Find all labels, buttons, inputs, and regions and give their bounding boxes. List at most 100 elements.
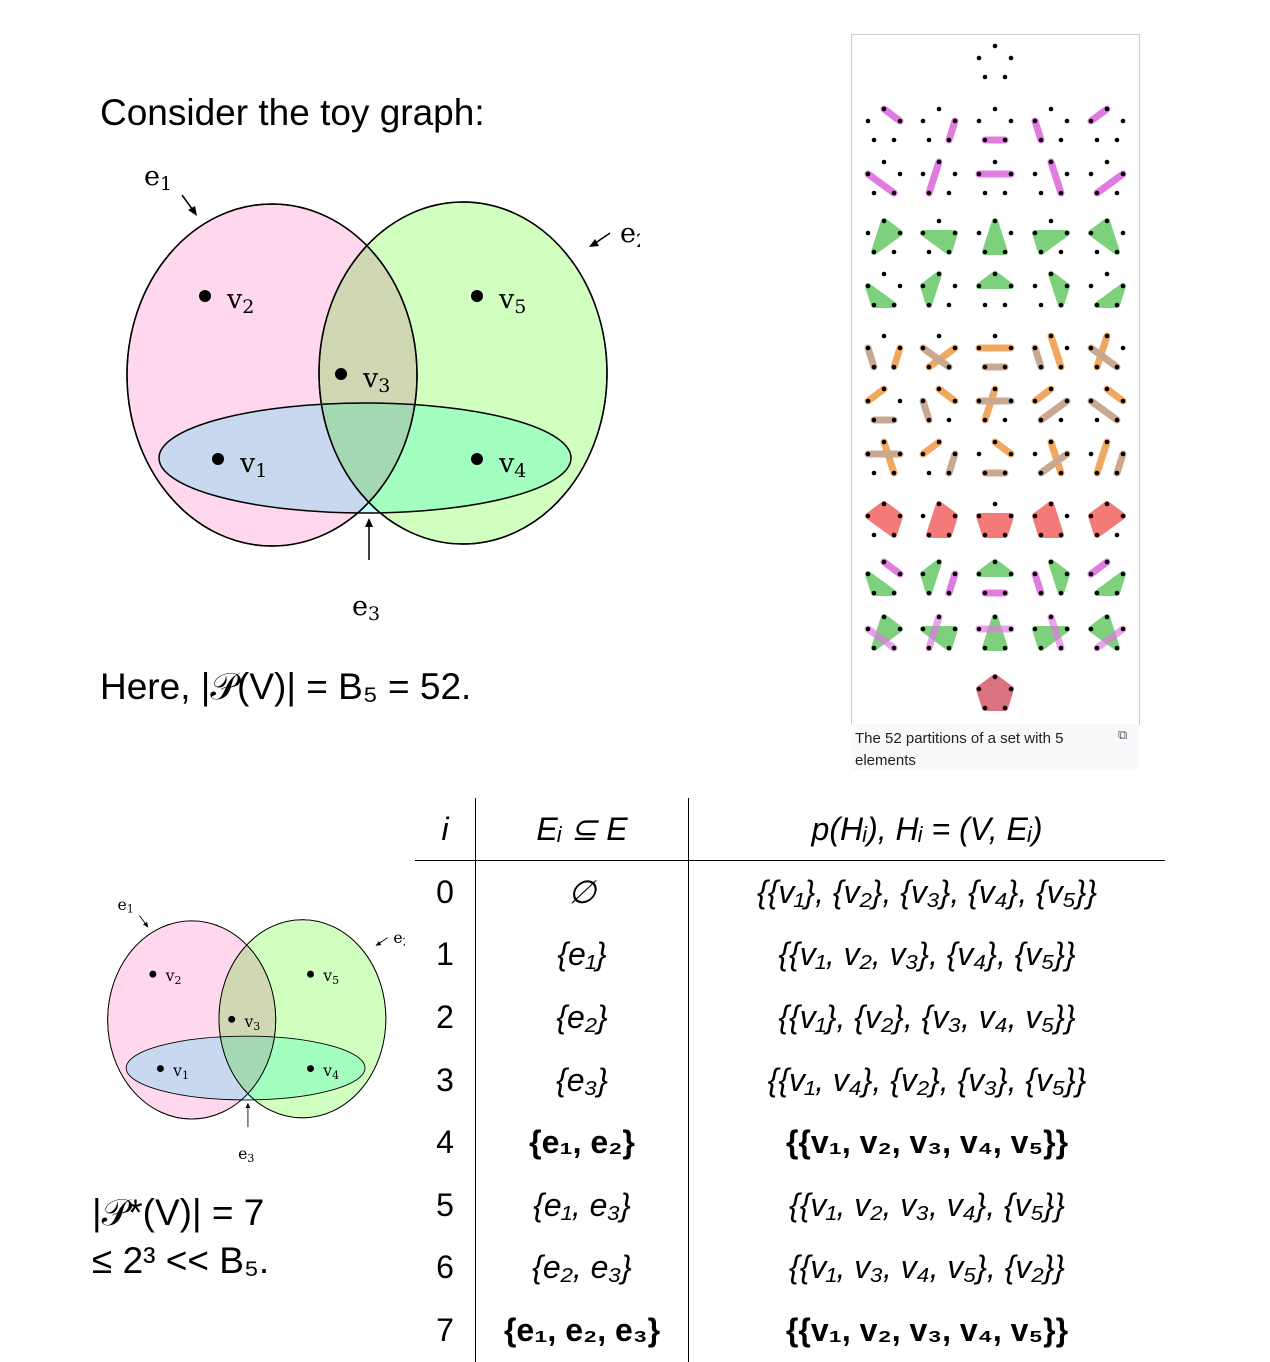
- element-dot: [1104, 218, 1110, 224]
- element-dot: [992, 501, 998, 507]
- partition-block: [1094, 571, 1126, 596]
- element-dot: [881, 439, 887, 445]
- element-dot: [992, 386, 998, 392]
- element-dot: [1002, 74, 1008, 80]
- partition-block: [919, 397, 933, 424]
- element-dot: [1114, 590, 1120, 596]
- element-dot: [1058, 137, 1064, 143]
- partition-block: [1047, 158, 1065, 197]
- label-e1: e1: [144, 161, 172, 195]
- element-dot: [982, 364, 988, 370]
- element-dot: [1094, 137, 1100, 143]
- element-dot: [952, 398, 958, 404]
- element-dot: [982, 74, 988, 80]
- element-dot: [982, 190, 988, 196]
- element-dot: [865, 230, 871, 236]
- element-dot: [1002, 705, 1008, 711]
- element-dot: [992, 614, 998, 620]
- partition-glyph: [1032, 158, 1070, 197]
- partition-block: [864, 625, 898, 652]
- partition-glyph: [1088, 159, 1127, 197]
- element-dot: [1048, 501, 1054, 507]
- partition-block: [920, 230, 958, 255]
- element-dot: [1032, 451, 1038, 457]
- partition-block: [920, 271, 942, 308]
- element-dot: [1058, 364, 1064, 370]
- element-dot: [1038, 532, 1044, 538]
- element-dot: [1088, 171, 1094, 177]
- element-dot: [1002, 645, 1008, 651]
- partition-glyph: [920, 158, 958, 197]
- element-dot: [926, 364, 932, 370]
- element-dot: [992, 559, 998, 565]
- element-dot: [992, 43, 998, 49]
- element-dot: [1104, 559, 1110, 565]
- partition-block: [919, 344, 953, 371]
- venn-diagram: e1 e2 e3 v1 v2 v3 v4 v5: [107, 895, 410, 1165]
- element-dot: [1120, 230, 1126, 236]
- element-dot: [976, 345, 982, 351]
- element-dot: [1002, 470, 1008, 476]
- element-dot: [1064, 171, 1070, 177]
- element-dot: [926, 532, 932, 538]
- enlarge-icon[interactable]: ⧉: [1118, 727, 1128, 742]
- partition-block: [926, 501, 958, 538]
- element-dot: [946, 249, 952, 255]
- element-dot: [871, 302, 877, 308]
- element-dot: [1048, 106, 1054, 112]
- element-dot: [1104, 271, 1110, 277]
- element-dot: [865, 571, 871, 577]
- row-edge-subset: {e₁, e₂}: [475, 1111, 689, 1174]
- row-index: 0: [415, 860, 476, 924]
- element-dot: [936, 386, 942, 392]
- partition-block: [945, 570, 959, 597]
- vertex-v2: v2: [149, 966, 181, 987]
- element-dot: [920, 513, 926, 519]
- header-edge-subset: Eᵢ ⊆ E: [475, 798, 689, 861]
- element-dot: [1094, 532, 1100, 538]
- element-dot: [1064, 345, 1070, 351]
- element-dot: [1064, 513, 1070, 519]
- svg-text:v2: v2: [165, 966, 182, 987]
- element-dot: [992, 674, 998, 680]
- table-row: 6{e₂, e₃}{{v₁, v₃, v₄, v₅}, {v₂}}: [415, 1236, 1165, 1300]
- element-dot: [982, 645, 988, 651]
- partition-glyph: [919, 438, 959, 477]
- partition-block: [945, 450, 959, 477]
- element-dot: [946, 532, 952, 538]
- element-dot: [976, 171, 982, 177]
- element-dot: [1008, 571, 1014, 577]
- partition-glyph: [920, 613, 958, 652]
- partition-block: [976, 674, 1014, 711]
- element-dot: [891, 470, 897, 476]
- element-dot: [1048, 559, 1054, 565]
- table-row: 7{e₁, e₂, e₃}{{v₁, v₂, v₃, v₄, v₅}}: [415, 1299, 1165, 1362]
- element-dot: [891, 364, 897, 370]
- element-dot: [982, 705, 988, 711]
- vertex-v1: v1: [156, 1061, 189, 1082]
- element-dot: [881, 271, 887, 277]
- partition-block: [1093, 170, 1127, 197]
- element-dot: [982, 532, 988, 538]
- row-partition: {{v₁, v₃, v₄, v₅}, {v₂}}: [789, 1249, 1065, 1286]
- element-dot: [1038, 137, 1044, 143]
- element-dot: [1008, 451, 1014, 457]
- element-dot: [897, 230, 903, 236]
- partition-block: [991, 438, 1015, 458]
- partition-block: [865, 571, 897, 596]
- element-dot: [1114, 249, 1120, 255]
- element-dot: [946, 417, 952, 423]
- element-dot: [1048, 439, 1054, 445]
- element-dot: [1094, 470, 1100, 476]
- element-dot: [976, 283, 982, 289]
- partition-glyph: [976, 674, 1014, 711]
- element-dot: [1104, 386, 1110, 392]
- partition-block: [1087, 397, 1121, 424]
- element-dot: [926, 590, 932, 596]
- element-dot: [1008, 398, 1014, 404]
- element-dot: [926, 249, 932, 255]
- partition-glyph: [920, 501, 958, 538]
- element-dot: [1058, 590, 1064, 596]
- element-dot: [1120, 398, 1126, 404]
- partition-glyph: [864, 614, 903, 652]
